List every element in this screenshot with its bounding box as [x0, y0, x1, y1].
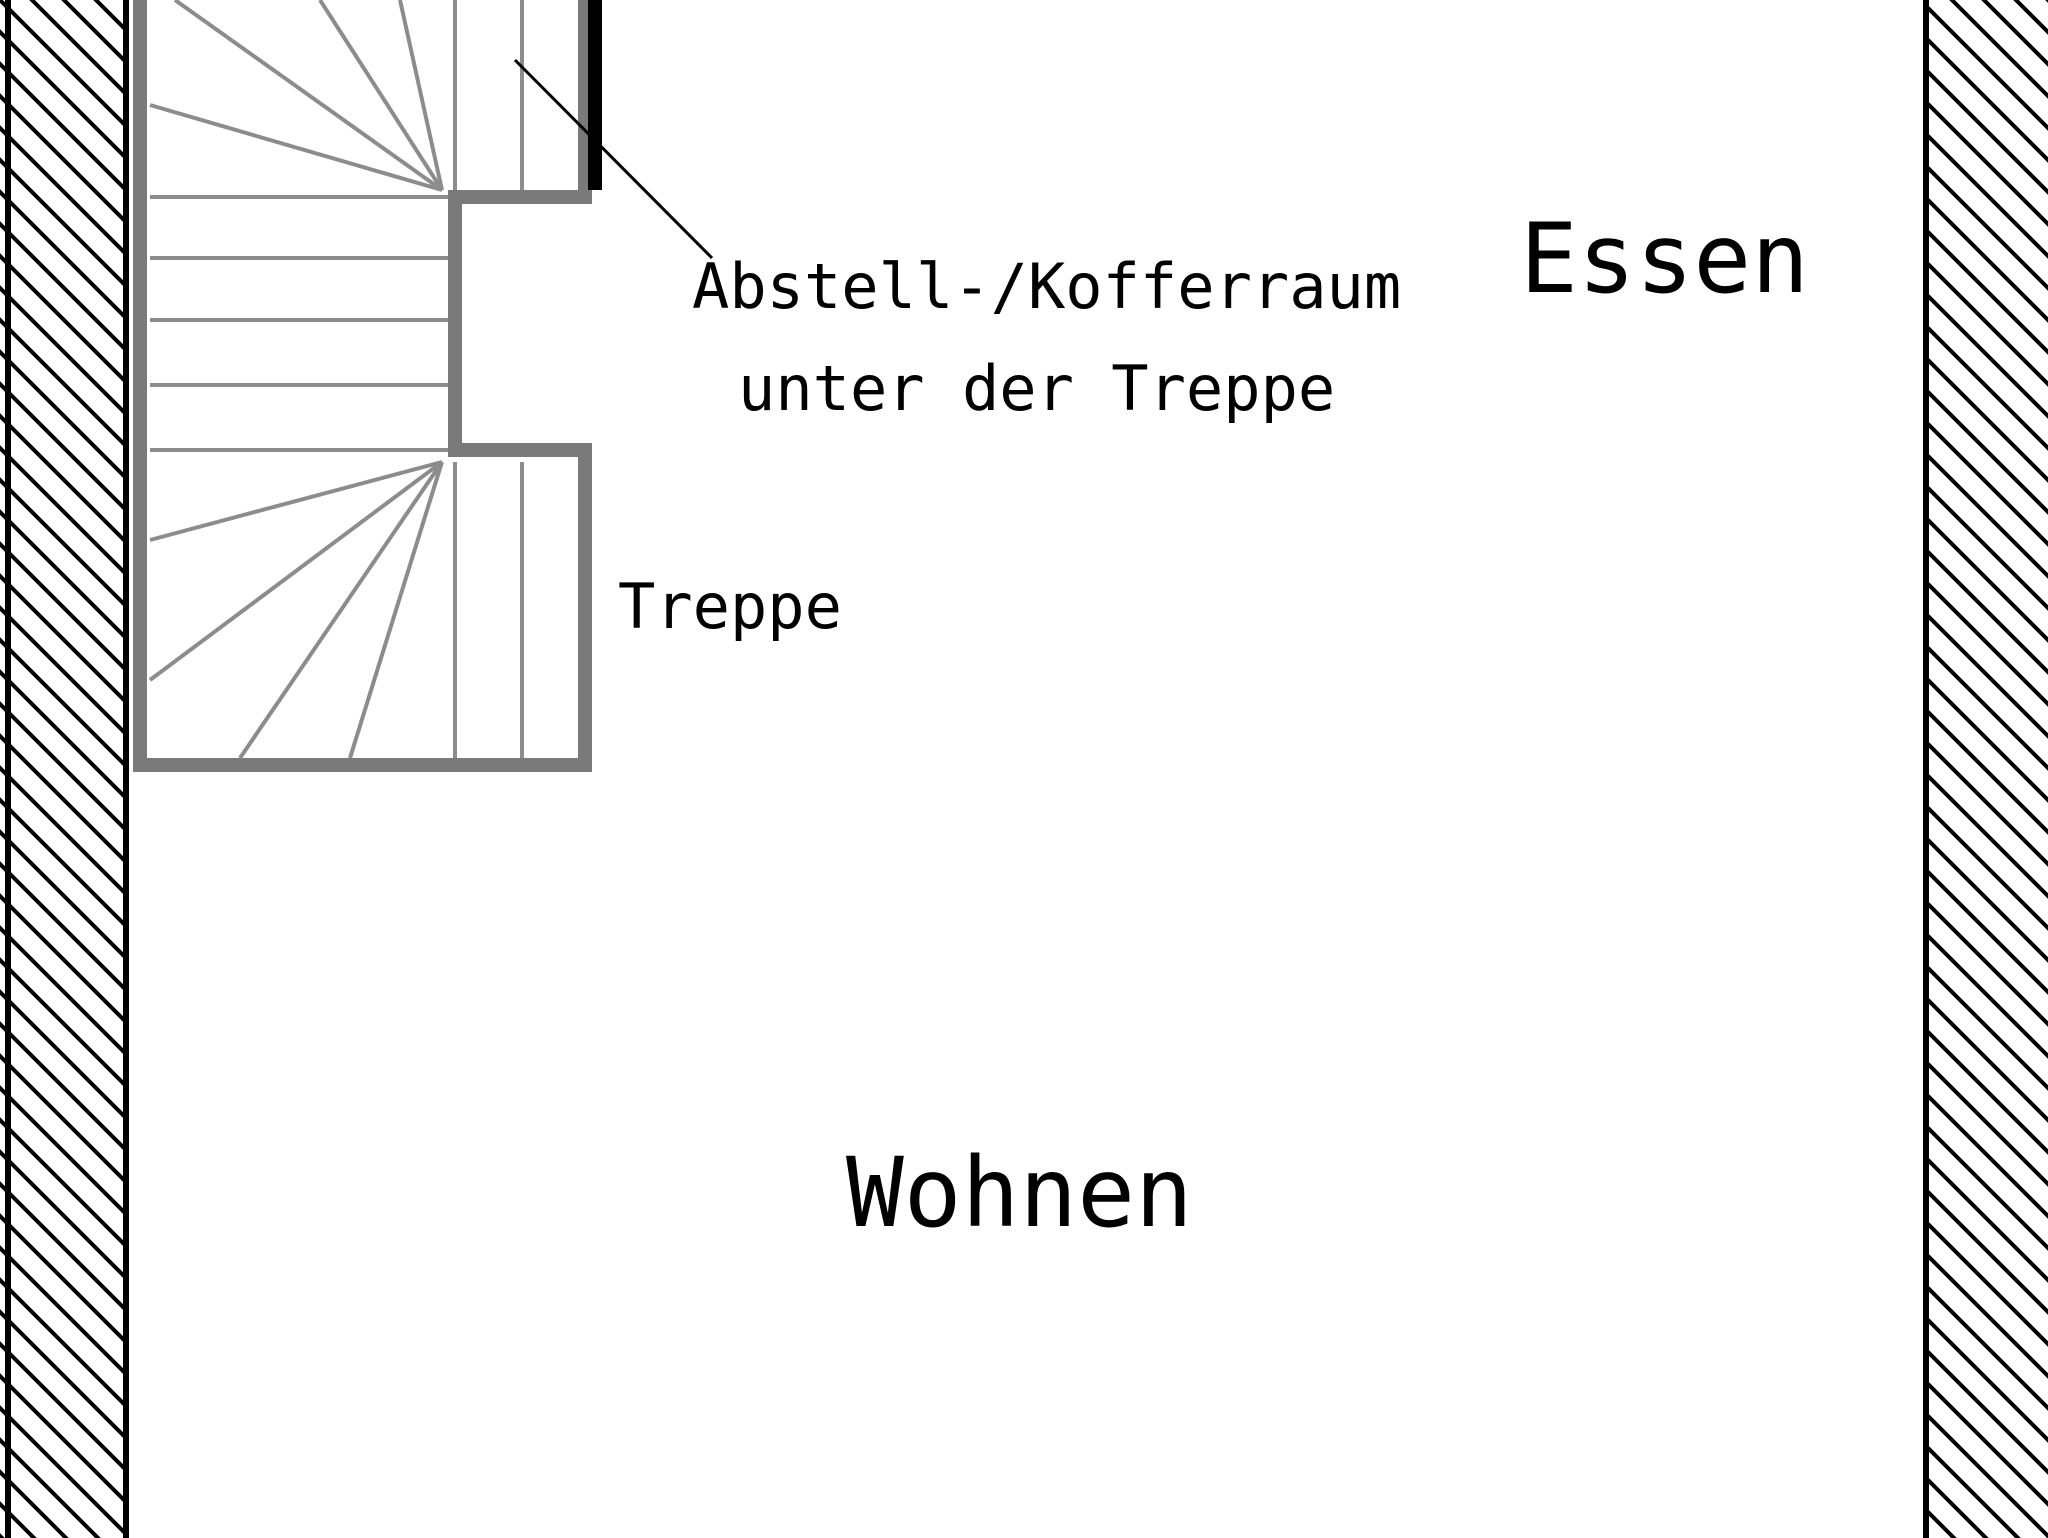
- storage-label-line2: unter der Treppe: [738, 352, 1335, 425]
- staircase: [133, 0, 714, 772]
- stair-treads-lower: [148, 460, 524, 760]
- storage-label-line1: Abstell-/Kofferraum: [692, 250, 1401, 323]
- right-wall: [1923, 0, 2048, 1538]
- left-wall: [0, 0, 129, 1538]
- storage-leader-line: [513, 58, 714, 260]
- stairs-label: Treppe: [618, 570, 842, 643]
- room-label-wohnen: Wohnen: [846, 1137, 1193, 1249]
- stair-outline: [133, 0, 592, 772]
- stair-treads-middle: [150, 195, 448, 452]
- stair-treads-upper: [149, 0, 524, 192]
- room-label-essen: Essen: [1520, 203, 1809, 315]
